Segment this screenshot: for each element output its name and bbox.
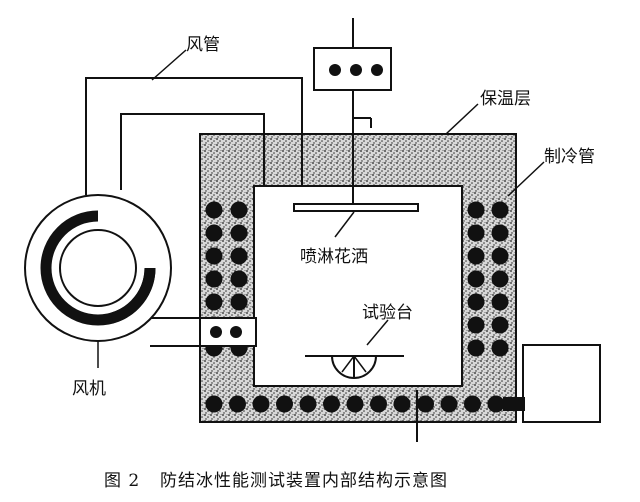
cooling-pipe-dot	[491, 270, 509, 288]
cooling-pipe-dot	[467, 316, 485, 334]
label-fan: 风机	[72, 379, 106, 399]
cooling-pipe-dot	[229, 395, 246, 413]
leader-lines	[97, 49, 545, 368]
label-test-stage: 试验台	[362, 303, 413, 323]
indicator-dot	[350, 64, 362, 76]
cooling-pipe-dot	[467, 293, 485, 311]
cooling-pipe-dot	[205, 201, 223, 219]
cooling-pipe-dot	[440, 395, 458, 413]
indicator-dot	[329, 64, 341, 76]
label-air-duct: 风管	[186, 35, 220, 55]
cooling-pipe-dot	[393, 395, 411, 413]
cooling-pipe-dot	[205, 247, 223, 265]
cooling-pipe-dot	[205, 395, 223, 413]
label-insulation: 保温层	[480, 89, 531, 109]
cooling-pipe-dot	[467, 201, 485, 219]
cooling-pipe-dot	[491, 339, 509, 357]
caption-text: 防结冰性能测试装置内部结构示意图	[160, 471, 448, 491]
cooling-pipe-dot	[467, 224, 485, 242]
control-box	[313, 18, 392, 205]
cooling-pipe-dot	[205, 270, 223, 288]
duct-dot	[210, 326, 222, 338]
cooling-pipe-dot	[276, 395, 293, 413]
cooling-pipe-dot	[491, 224, 509, 242]
cooling-pipe-dot	[230, 293, 248, 311]
label-cooling-pipe: 制冷管	[544, 147, 595, 167]
cooling-pipe-dot	[230, 224, 248, 242]
indicator-dot	[371, 64, 383, 76]
cooling-pipe-dot	[205, 224, 223, 242]
cooling-pipe-dot	[323, 395, 340, 413]
caption-number: 图 2	[104, 471, 140, 491]
cooling-pipe-dot	[205, 293, 223, 311]
cooling-pipe-dot	[417, 395, 434, 413]
label-spray-nozzle: 喷淋花洒	[300, 247, 368, 267]
cooling-pipe-dots	[205, 201, 509, 413]
cooling-pipe-dot	[252, 395, 270, 413]
cooling-pipe-dot	[299, 395, 317, 413]
spray-nozzle	[293, 203, 419, 212]
cooling-pipe-dot	[491, 316, 509, 334]
cooling-pipe-dot	[464, 395, 481, 413]
cooling-pipe-dot	[230, 270, 248, 288]
cooling-pipe-dot	[467, 270, 485, 288]
cooling-pipe-dot	[467, 247, 485, 265]
fan	[24, 194, 172, 342]
cooling-pipe-dot	[346, 395, 364, 413]
test-stage	[305, 355, 404, 379]
cooling-pipe-dot	[467, 339, 485, 357]
cooling-pipe-dot	[370, 395, 387, 413]
cooling-pipe-dot	[491, 247, 509, 265]
cooling-pipe-dot	[491, 201, 509, 219]
insulation-layer	[199, 133, 517, 423]
cooling-unit	[503, 344, 601, 423]
cooling-pipe-dot	[487, 395, 505, 413]
cooling-pipe-dot	[491, 293, 509, 311]
cooling-pipe-dot	[230, 201, 248, 219]
duct-dot	[230, 326, 242, 338]
air-duct	[85, 77, 303, 347]
cooling-pipe-dot	[230, 247, 248, 265]
